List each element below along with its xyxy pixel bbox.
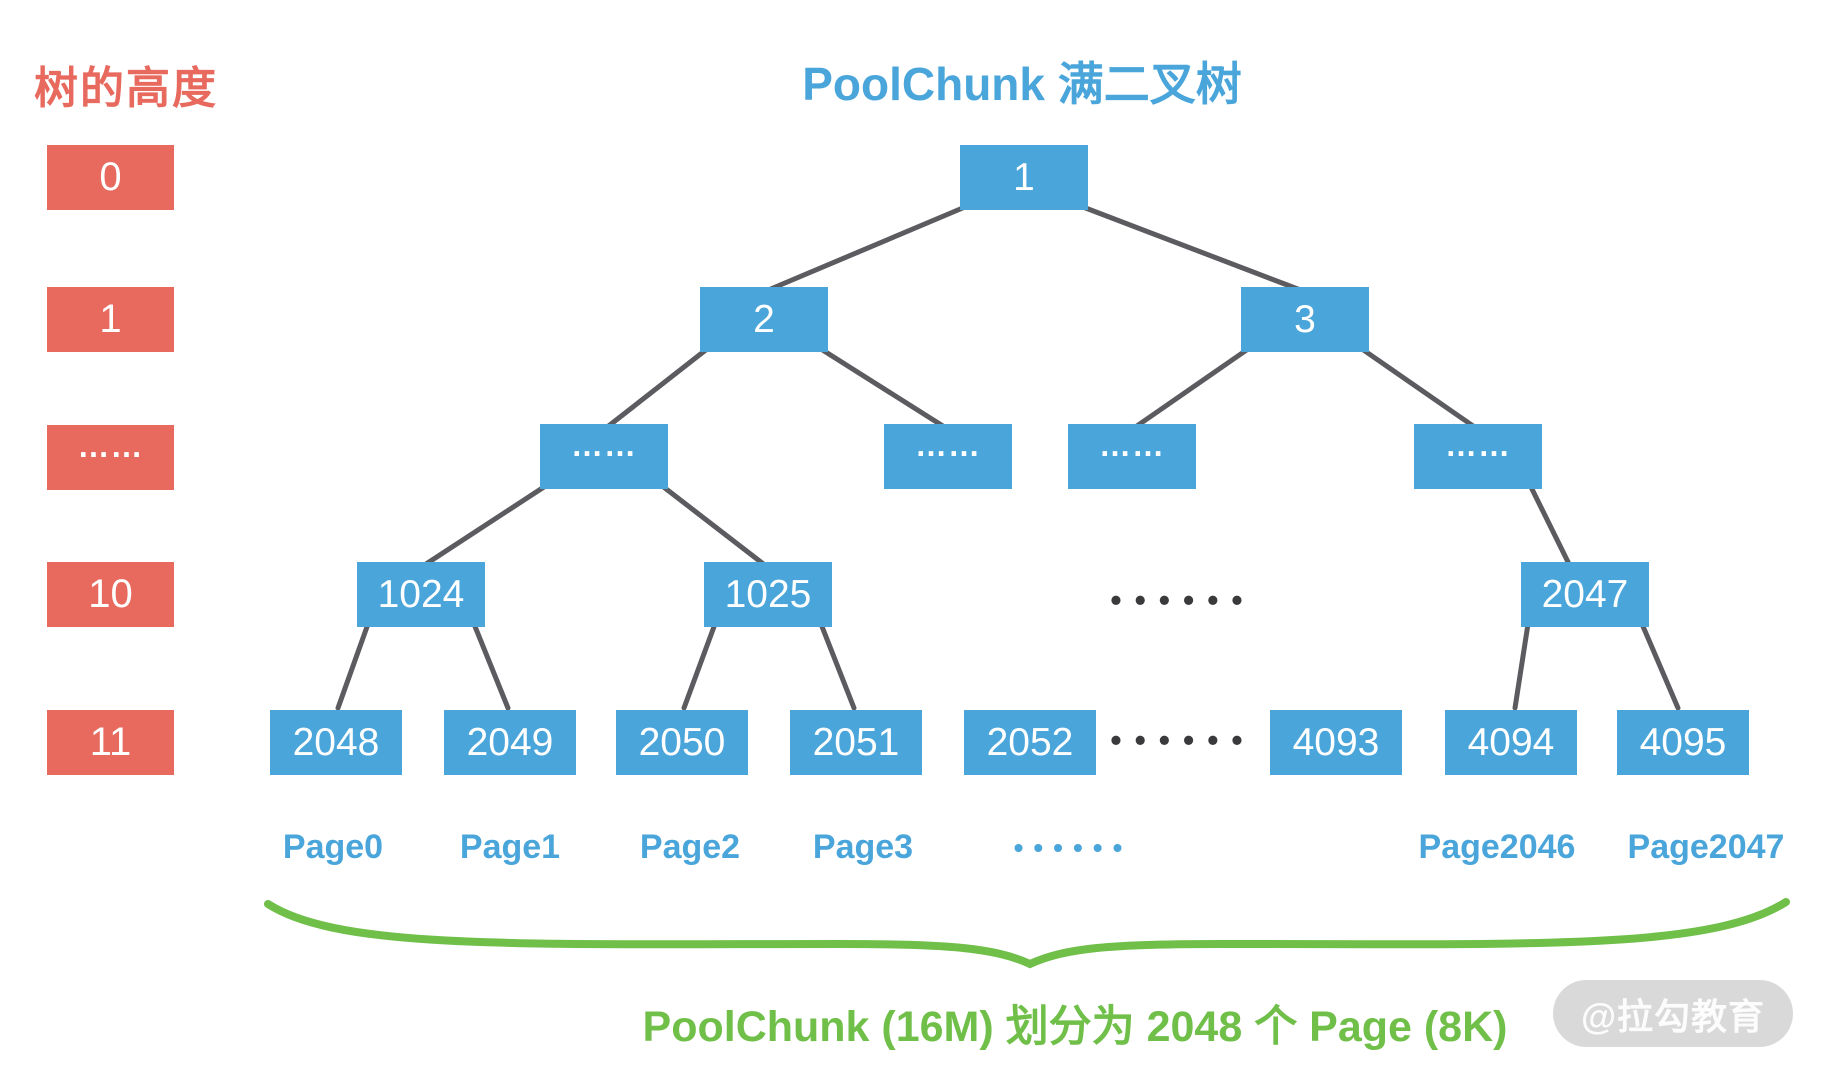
tree-node-4094: 4094 (1445, 710, 1577, 775)
tree-node-2051: 2051 (790, 710, 922, 775)
curly-brace (264, 898, 1790, 969)
pages-ellipsis-dots: •••••• (1013, 832, 1133, 863)
tree-node-2047: 2047 (1521, 562, 1649, 627)
tree-node-ellipsis-c: …… (1068, 424, 1196, 489)
height-label-10: 10 (47, 562, 174, 627)
tree-node-1024: 1024 (357, 562, 485, 627)
watermark-text: @拉勾教育 (1580, 995, 1766, 1037)
tree-node-ellipsis-d: …… (1414, 424, 1542, 489)
tree-node-4093: 4093 (1270, 710, 1402, 775)
page-label-1: Page1 (459, 828, 561, 866)
diagram-title: PoolChunk 满二叉树 (802, 58, 1242, 110)
level10-ellipsis-dots: •••••• (1110, 582, 1256, 618)
page-label-3: Page3 (812, 828, 914, 866)
level11-ellipsis-dots: •••••• (1110, 722, 1256, 758)
tree-node-1: 1 (960, 145, 1088, 210)
tree-node-2049: 2049 (444, 710, 576, 775)
tree-node-2052: 2052 (964, 710, 1096, 775)
tree-node-3: 3 (1241, 287, 1369, 352)
tree-node-2048: 2048 (270, 710, 402, 775)
tree-node-2: 2 (700, 287, 828, 352)
height-label-ellipsis: …… (47, 425, 174, 490)
page-label-2047: Page2047 (1627, 828, 1785, 866)
tree-node-1025: 1025 (704, 562, 832, 627)
tree-node-ellipsis-b: …… (884, 424, 1012, 489)
page-label-0: Page0 (282, 828, 384, 866)
tree-node-4095: 4095 (1617, 710, 1749, 775)
left-axis-title: 树的高度 (34, 64, 218, 113)
height-label-11: 11 (47, 710, 174, 775)
page-label-2046: Page2046 (1418, 828, 1576, 866)
tree-node-2050: 2050 (616, 710, 748, 775)
height-label-0: 0 (47, 145, 174, 210)
height-label-1: 1 (47, 287, 174, 352)
tree-node-ellipsis-a: …… (540, 424, 668, 489)
page-label-2: Page2 (639, 828, 741, 866)
diagram-caption: PoolChunk (16M) 划分为 2048 个 Page (8K) (642, 1003, 1508, 1051)
watermark-badge: @拉勾教育 (1553, 980, 1793, 1047)
